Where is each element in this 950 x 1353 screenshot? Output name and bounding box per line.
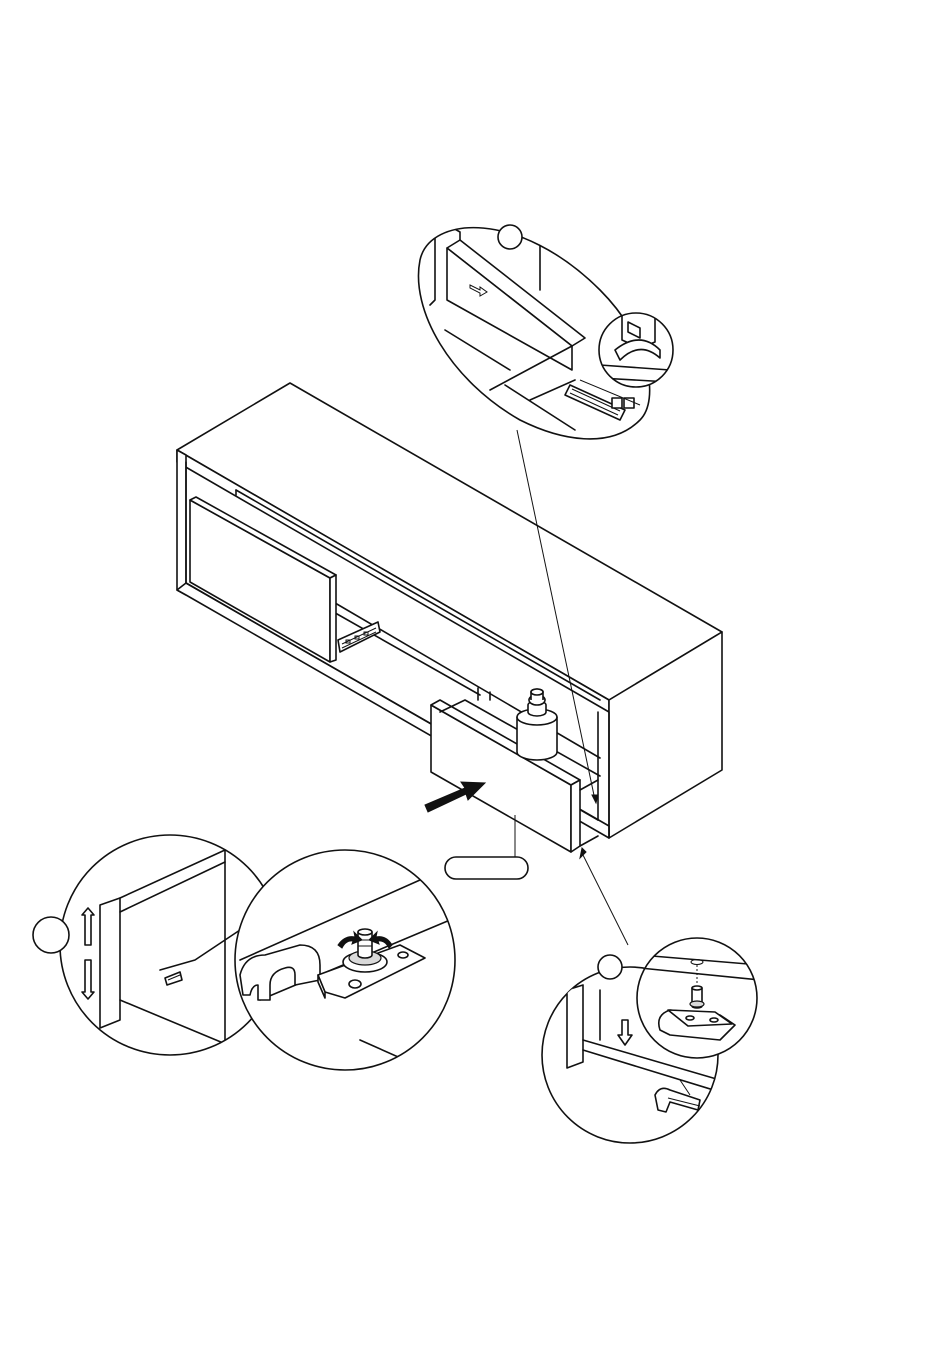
detail-bottom-right bbox=[542, 938, 760, 1143]
weight-icon bbox=[517, 689, 557, 760]
detail-top bbox=[418, 225, 673, 439]
detail-bottom-left bbox=[33, 835, 455, 1080]
tv-cabinet bbox=[177, 383, 722, 945]
cabinet-left-edge bbox=[177, 450, 186, 595]
step-marker-c bbox=[598, 955, 622, 979]
step-marker-a bbox=[498, 225, 522, 249]
step-marker-b bbox=[33, 917, 69, 953]
part-callout bbox=[445, 815, 528, 879]
leader-line-bottom bbox=[583, 855, 628, 945]
